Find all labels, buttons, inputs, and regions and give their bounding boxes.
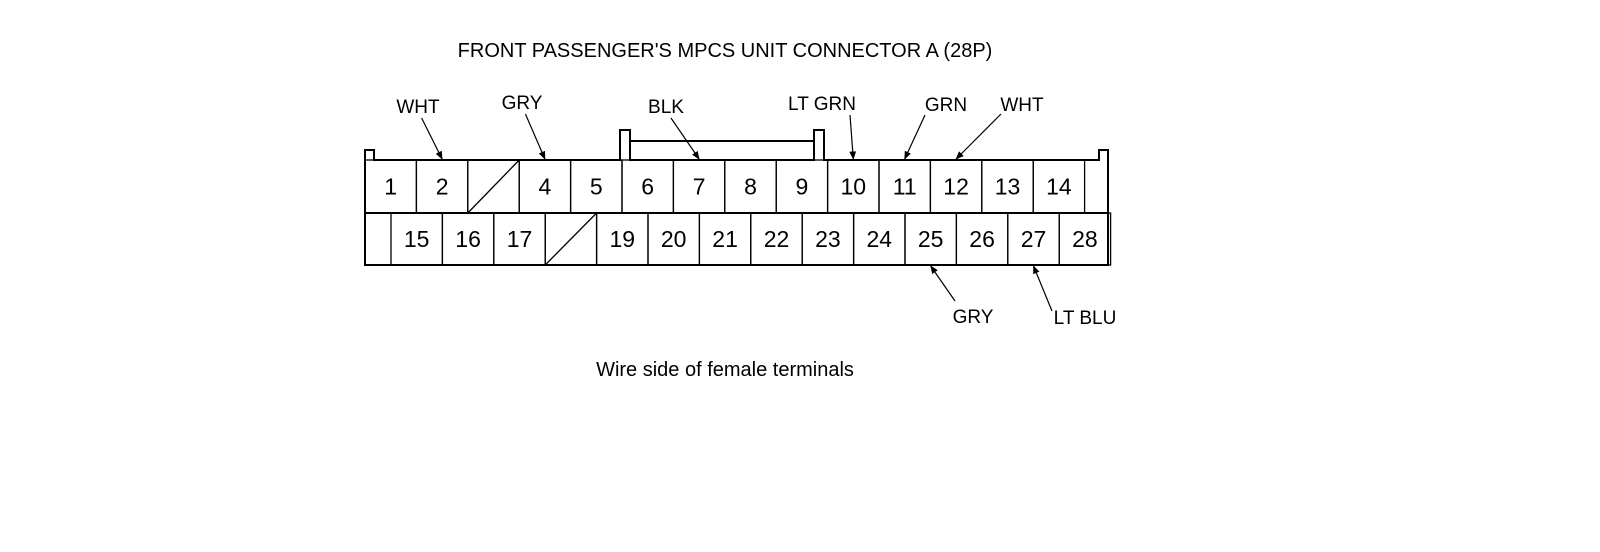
bottom-row-terminals: 15 16 17 19 20 21 22 23 24 25 26 27 28 [390, 212, 1112, 266]
wire-leader-arrow [930, 265, 956, 302]
terminal-number: 14 [1046, 174, 1072, 200]
terminal-number: 26 [969, 226, 995, 252]
wire-leader-arrow [904, 114, 926, 160]
diagram-caption: Wire side of female terminals [596, 359, 854, 381]
terminal-number: 13 [995, 174, 1021, 200]
wire-color-label: GRN [925, 95, 967, 116]
unused-terminal-slash [467, 159, 520, 214]
terminal-number: 4 [539, 174, 552, 200]
terminal-number: 7 [693, 174, 706, 200]
connector-outline [364, 129, 1109, 266]
terminal-number: 17 [507, 226, 533, 252]
terminal-number: 8 [744, 174, 757, 200]
terminal-number: 16 [455, 226, 481, 252]
terminal-number: 12 [943, 174, 969, 200]
terminal-number: 24 [867, 226, 893, 252]
terminal-number: 5 [590, 174, 603, 200]
terminal-number: 23 [815, 226, 841, 252]
wire-labels: WHT GRY BLK LT GRN GRN WHT GRY LT BLU [396, 93, 1116, 329]
terminal-number: 15 [404, 226, 430, 252]
wire-color-label: BLK [648, 97, 684, 118]
wire-leader-arrow [955, 113, 1002, 160]
terminal-number: 22 [764, 226, 790, 252]
terminal-number: 10 [841, 174, 867, 200]
terminal-number: 25 [918, 226, 944, 252]
terminal-number: 9 [796, 174, 809, 200]
wire-leader-arrow [1032, 265, 1053, 312]
diagram-title: FRONT PASSENGER'S MPCS UNIT CONNECTOR A … [458, 40, 993, 62]
wire-color-label: GRY [502, 93, 543, 114]
bottom-row-cell [1058, 212, 1112, 266]
terminal-number: 2 [436, 174, 449, 200]
terminal-number: 28 [1072, 226, 1098, 252]
terminal-number: 21 [712, 226, 738, 252]
terminal-number: 6 [641, 174, 654, 200]
wire-color-label: WHT [1000, 95, 1044, 116]
wire-leader-arrow [670, 117, 700, 160]
wire-color-label: LT GRN [788, 94, 856, 115]
wire-color-label: GRY [953, 307, 994, 328]
wire-leader-arrow [421, 117, 443, 160]
terminal-number: 27 [1021, 226, 1047, 252]
terminal-number: 20 [661, 226, 687, 252]
terminal-number: 19 [610, 226, 636, 252]
wire-color-label: LT BLU [1054, 308, 1117, 329]
terminal-number: 11 [893, 174, 917, 200]
unused-terminal-slash [544, 212, 598, 266]
terminal-number: 1 [384, 174, 397, 200]
wire-leader-arrow [524, 113, 546, 160]
wire-color-label: WHT [396, 97, 440, 118]
wire-leader-arrow [849, 114, 857, 160]
